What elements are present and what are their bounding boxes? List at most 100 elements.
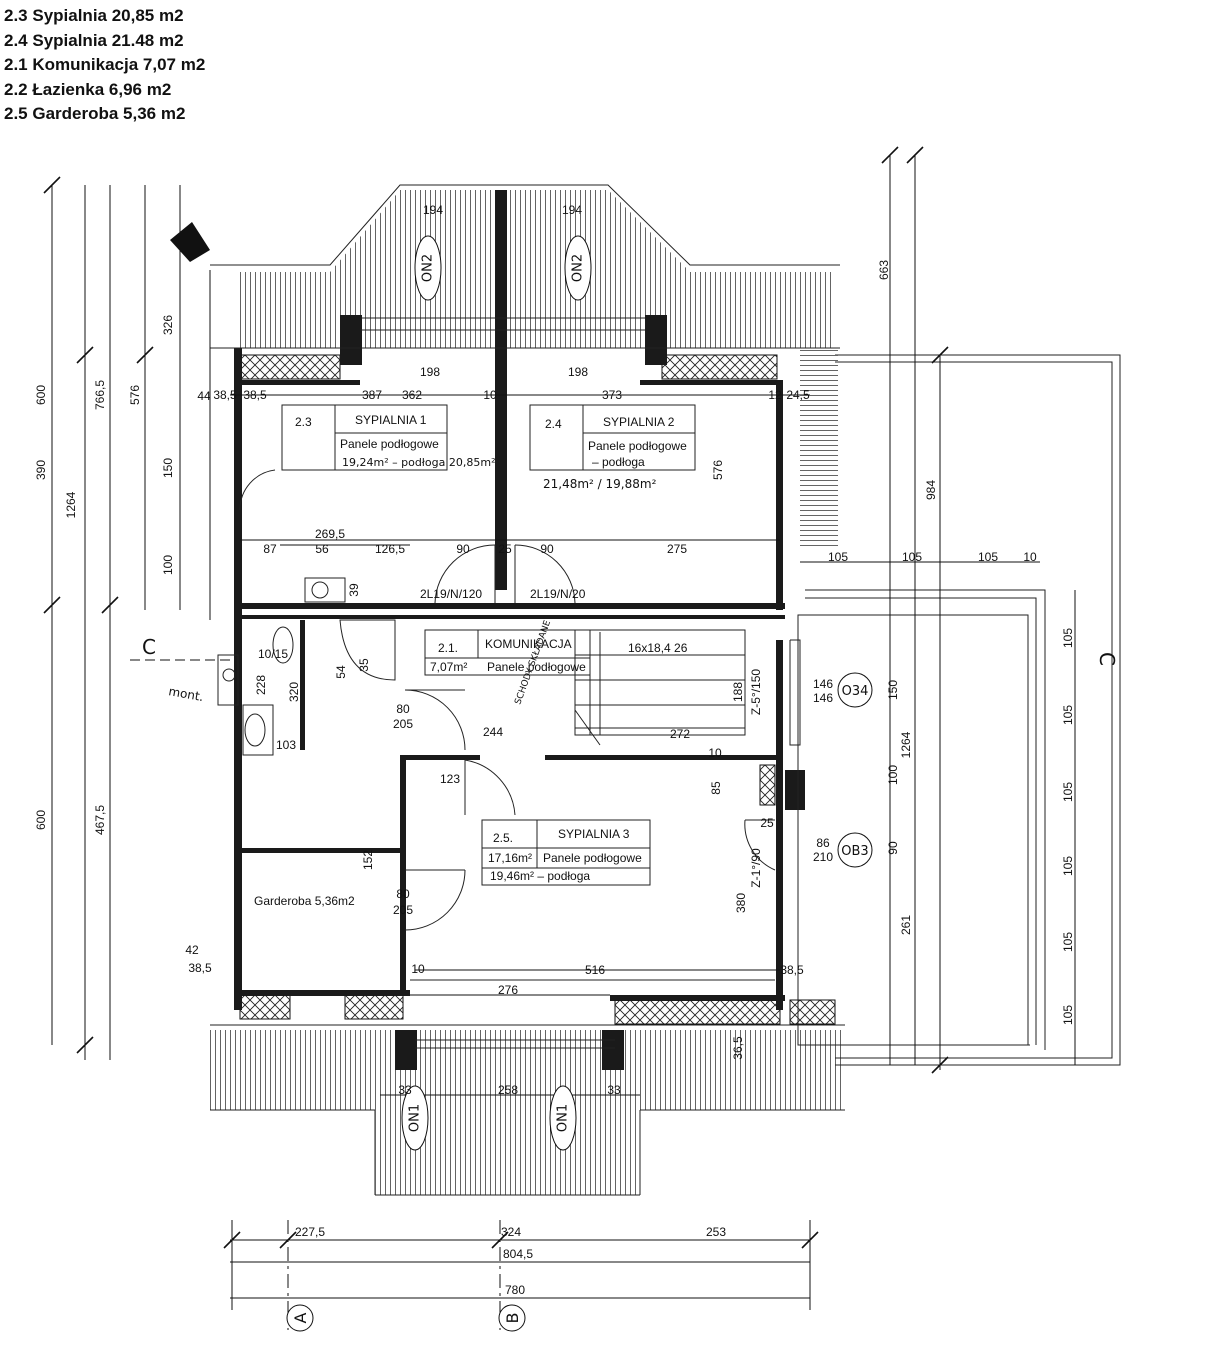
- legend-item: 2.5 Garderoba 5,36 m2: [4, 104, 186, 123]
- dim-label: 194: [423, 203, 443, 217]
- window-label-on2: ON2: [571, 254, 586, 282]
- dim-label: 105: [902, 550, 922, 564]
- room-2-3: 2.3 SYPIALNIA 1 Panele podłogowe 19,24m²…: [281, 404, 496, 471]
- dim-label: 152: [361, 850, 375, 870]
- dim-label: 85: [709, 781, 723, 795]
- dim-label: 205: [393, 903, 413, 917]
- dim-label: 105: [978, 550, 998, 564]
- section-markers: O34 OB3 C C A B: [142, 222, 1119, 1332]
- dim-label: 380: [734, 893, 748, 913]
- room-floor-sub: – podłoga: [592, 455, 645, 469]
- door-label: 2L19/N/120: [420, 587, 482, 601]
- dim-label: 198: [568, 365, 588, 379]
- dim-label: 38,5: [243, 388, 267, 402]
- legend-item: 2.1 Komunikacja 7,07 m2: [4, 55, 206, 74]
- dim-label: 105: [1061, 782, 1075, 802]
- room-name: SYPIALNIA 2: [603, 415, 675, 429]
- dim-label: 90: [456, 542, 470, 556]
- dim-label: 1264: [899, 731, 913, 758]
- legend-item: 2.2 Łazienka 6,96 m2: [4, 79, 172, 99]
- dim-label: 272: [670, 727, 690, 741]
- dim-label: 86: [816, 836, 830, 850]
- dim-label: 10: [411, 962, 425, 976]
- dim-label: 42: [185, 943, 199, 957]
- dim-label: 44: [197, 389, 211, 403]
- room-area: 21,48m² / 19,88m²: [543, 477, 657, 491]
- dim-label: 103: [276, 738, 296, 752]
- dim-label: 188: [731, 682, 745, 702]
- dim-label: 39: [347, 583, 361, 597]
- dim-label: 373: [602, 388, 622, 402]
- room-number: 2.4: [545, 417, 562, 431]
- dim-label: 261: [899, 915, 913, 935]
- dim-label: 105: [1061, 705, 1075, 725]
- dim-label: 600: [34, 810, 48, 830]
- room-area: 19,46m² – podłoga: [490, 869, 590, 883]
- dim-label: 244: [483, 725, 503, 739]
- dimension-ticks: [43, 146, 949, 1249]
- dim-label: 38,5: [188, 961, 212, 975]
- doors: [239, 469, 776, 931]
- dim-label: 87: [263, 542, 277, 556]
- dim-label: 12: [768, 388, 782, 402]
- dim-label: 126,5: [375, 542, 405, 556]
- dim-label: 38,5: [213, 388, 237, 402]
- dim-label: 100: [886, 765, 900, 785]
- dim-label: 146: [813, 677, 833, 691]
- section-marker-c: C: [1095, 652, 1119, 666]
- roof-contour: [210, 184, 845, 1196]
- dim-label: 766,5: [93, 380, 107, 410]
- garderoba-label: Garderoba 5,36m2: [254, 894, 355, 908]
- dim-label: 105: [1061, 932, 1075, 952]
- axis-marker-a: A: [291, 1312, 310, 1323]
- dim-label: 804,5: [503, 1247, 533, 1261]
- room-area: 17,16m²: [488, 851, 532, 865]
- stairs-label: 16x18,4 26: [628, 641, 688, 655]
- dim-label: 205: [393, 717, 413, 731]
- dim-label: 105: [828, 550, 848, 564]
- dim-label: 390: [34, 460, 48, 480]
- axis-marker-b: B: [503, 1313, 522, 1324]
- dim-label: 105: [1061, 1005, 1075, 1025]
- dim-label: 275: [667, 542, 687, 556]
- dim-label: 10: [483, 388, 497, 402]
- room-number: 2.3: [295, 415, 312, 429]
- dim-label: 33: [607, 1083, 621, 1097]
- dimension-texts: 194 194 198 198 10 387 362 373 38,5 24,5…: [34, 203, 1075, 1297]
- dim-label: 10/15: [258, 647, 288, 661]
- section-marker-c: C: [142, 635, 156, 659]
- room-area: 7,07m²: [430, 660, 467, 674]
- door-label: 2L19/N/20: [530, 587, 586, 601]
- room-name: KOMUNIKACJA: [485, 637, 572, 651]
- terrace-outline: [797, 354, 1121, 1066]
- dim-label: 150: [886, 680, 900, 700]
- room-area: 19,24m² – podłoga 20,85m²: [342, 456, 496, 469]
- dim-label: 253: [706, 1225, 726, 1239]
- dim-label: 276: [498, 983, 518, 997]
- dim-label: 90: [540, 542, 554, 556]
- room-number: 2.5.: [493, 831, 513, 845]
- dim-label: 35: [357, 658, 371, 672]
- dim-label: 326: [161, 315, 175, 335]
- dim-label: 36,5: [731, 1036, 745, 1060]
- dim-label: 105: [1061, 856, 1075, 876]
- dim-label: 362: [402, 388, 422, 402]
- dim-label: 10: [1023, 550, 1037, 564]
- dim-label: 663: [877, 260, 891, 280]
- marker-ob3: OB3: [841, 844, 868, 859]
- dim-label: 320: [287, 682, 301, 702]
- dim-label: Z-5°/150: [749, 669, 763, 715]
- windows: ON2 ON2 ON1 ON1: [401, 235, 592, 1151]
- dim-label: 600: [34, 385, 48, 405]
- legend-item: 2.3 Sypialnia 20,85 m2: [4, 6, 184, 25]
- room-2-4: 2.4 SYPIALNIA 2 Panele podłogowe – podło…: [529, 404, 696, 491]
- area-legend: 2.3 Sypialnia 20,85 m2 2.4 Sypialnia 21.…: [4, 4, 205, 127]
- room-2-1: 2.1. KOMUNIKACJA 7,07m² Panele podłogowe: [424, 629, 591, 676]
- dim-label: 25: [498, 542, 512, 556]
- dim-label: 146: [813, 691, 833, 705]
- dim-label: 1264: [64, 491, 78, 518]
- dim-label: 105: [1061, 628, 1075, 648]
- dim-label: 269,5: [315, 527, 345, 541]
- dim-label: 324: [501, 1225, 521, 1239]
